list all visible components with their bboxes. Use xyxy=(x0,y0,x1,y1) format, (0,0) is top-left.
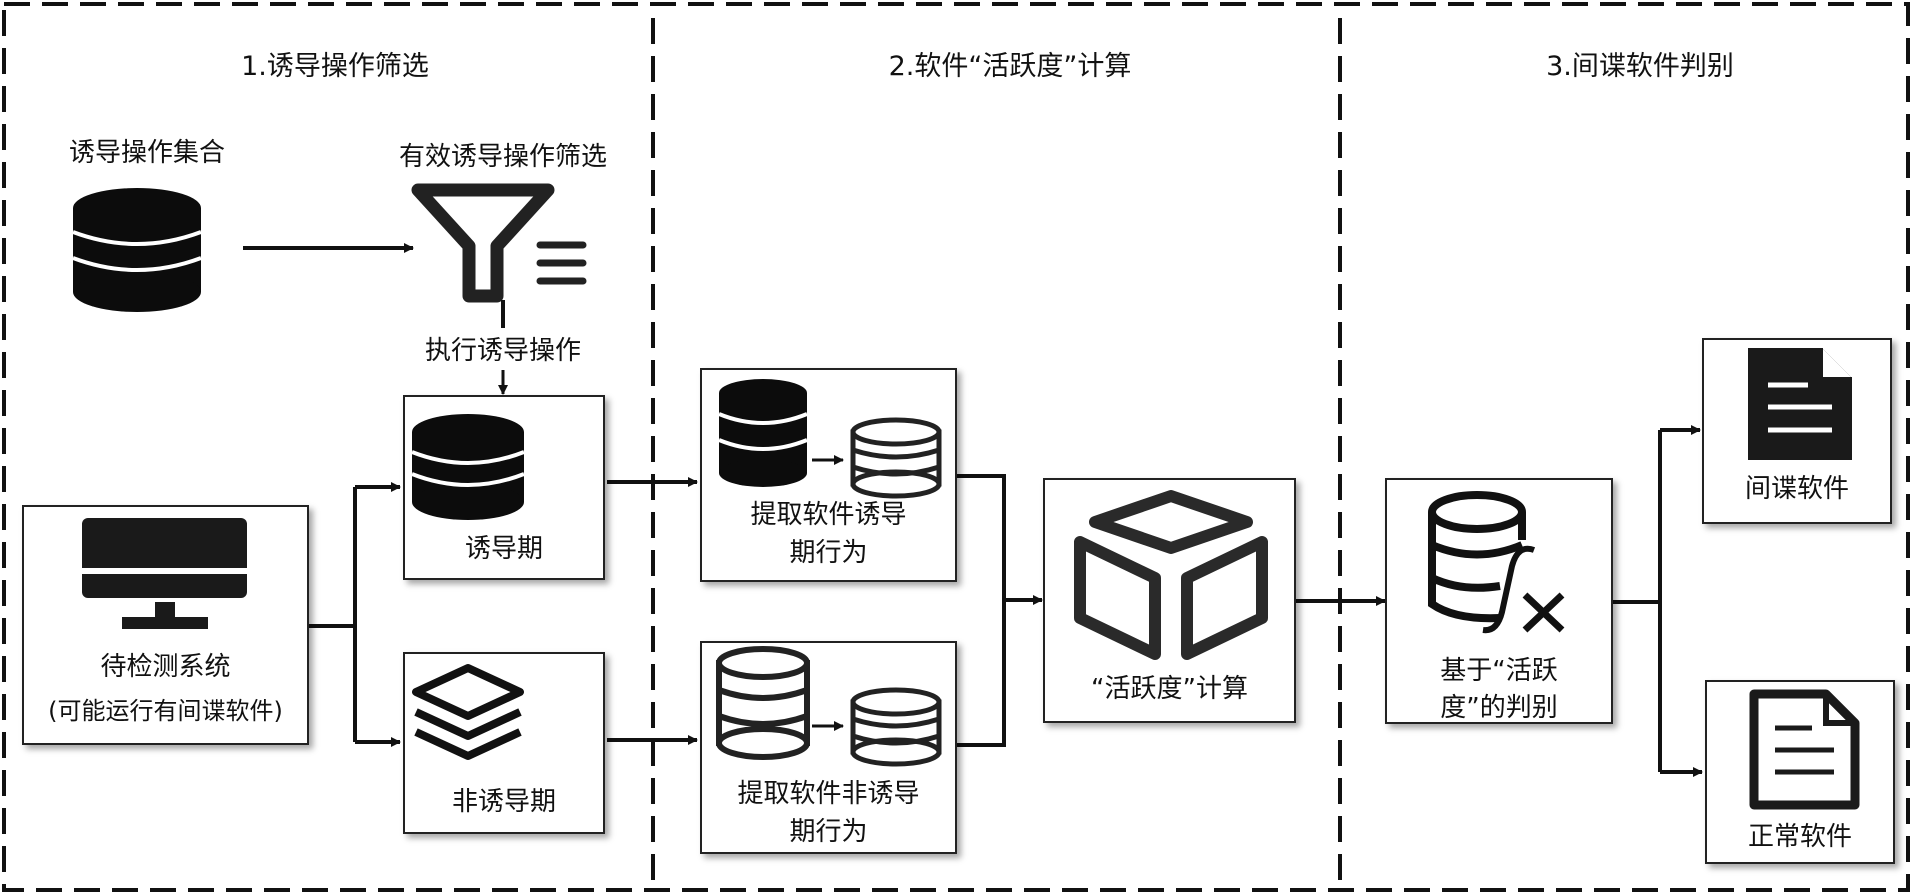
extract-induce-label-line2: 期行为 xyxy=(789,538,868,568)
spyware-label: 间谍软件 xyxy=(1744,474,1849,504)
section-title-3: 3.间谍软件判别 xyxy=(1546,51,1734,82)
normal-document-icon-front xyxy=(1749,689,1860,810)
extract-induce-source-db-front xyxy=(718,379,808,487)
system-label-line1: 待检测系统 xyxy=(100,652,231,682)
judge-label-line1: 基于“活跃 xyxy=(1440,656,1558,686)
extract-induce-target-db-front xyxy=(850,417,942,499)
connector-judge-split xyxy=(1613,430,1662,772)
section-title-2: 2.软件“活跃度”计算 xyxy=(888,51,1132,82)
filter-label: 有效诱导操作筛选 xyxy=(398,142,607,172)
normal-label: 正常软件 xyxy=(1747,822,1852,852)
induce-period-label: 诱导期 xyxy=(464,534,543,564)
execute-label: 执行诱导操作 xyxy=(424,336,581,366)
section-title-1: 1.诱导操作筛选 xyxy=(241,51,429,82)
judge-box xyxy=(1385,478,1613,724)
connector-system-split xyxy=(307,487,357,742)
extract-non-induce-target-db-front xyxy=(850,687,942,767)
extract-non-induce-label-line1: 提取软件非诱导 xyxy=(737,779,920,809)
cube-icon-front xyxy=(1074,490,1268,660)
system-label-line2: (可能运行有间谍软件) xyxy=(48,697,283,725)
extract-non-induce-source-db-front xyxy=(716,646,810,760)
extract-induce-label-line1: 提取软件诱导 xyxy=(750,500,907,530)
filter-funnel-icon xyxy=(411,183,587,303)
layers-icon-front xyxy=(412,664,524,760)
monitor-icon-front xyxy=(82,518,247,629)
database-function-icon-front xyxy=(1428,491,1565,634)
activity-calc-label: “活跃度”计算 xyxy=(1091,674,1248,704)
extract-non-induce-label-line2: 期行为 xyxy=(789,817,868,847)
judge-label-line2: 度”的判别 xyxy=(1440,693,1558,723)
operation-set-label: 诱导操作集合 xyxy=(68,138,225,168)
non-induce-period-label: 非诱导期 xyxy=(451,787,556,817)
spyware-document-icon-front xyxy=(1748,348,1852,460)
operation-set-database-icon xyxy=(72,188,202,312)
induce-period-database-icon-front xyxy=(411,414,525,520)
